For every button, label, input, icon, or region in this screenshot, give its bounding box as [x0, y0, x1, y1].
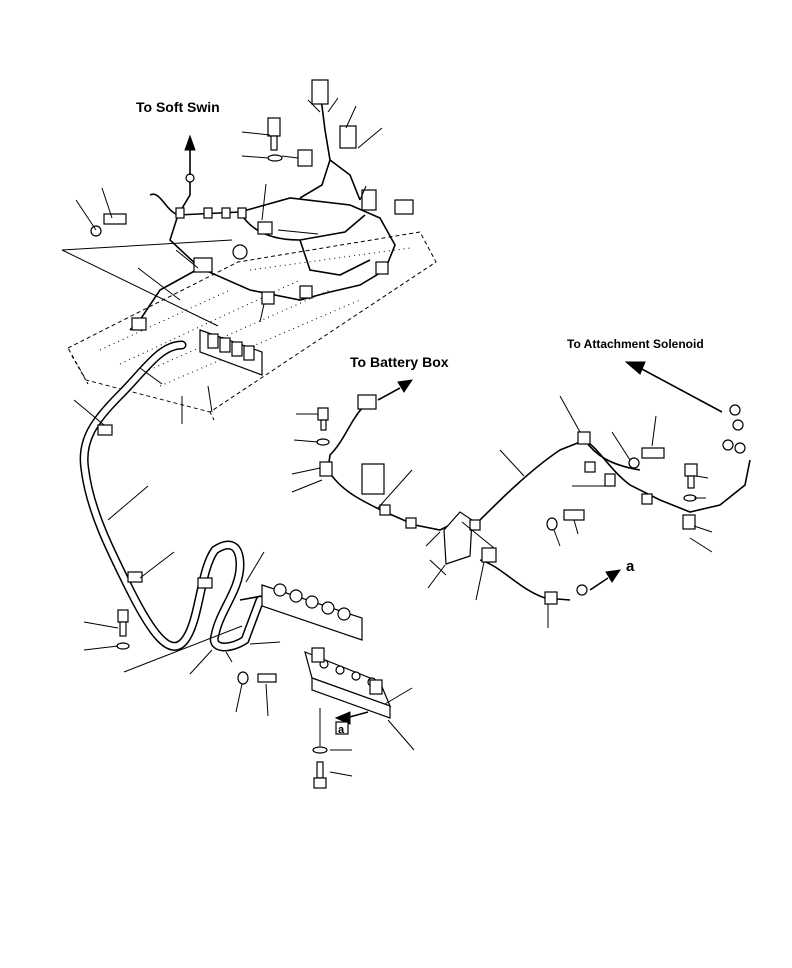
arrow-to-battery-box: [377, 379, 414, 401]
view-a-marker: a: [334, 711, 369, 736]
leader-lines: [61, 97, 713, 777]
arrow-to-attachment-solenoid: [624, 361, 723, 413]
label-to-soft-swing: To Soft Swin: [136, 99, 220, 115]
mounting-plate: [67, 231, 437, 421]
arrow-to-soft-swing: [184, 134, 196, 175]
label-view-a-arrow: a: [626, 558, 635, 575]
lower-fasteners: [116, 609, 328, 789]
relay-block-upper: [199, 329, 263, 376]
mounting-bracket: [304, 647, 392, 719]
label-to-battery-box: To Battery Box: [350, 354, 449, 370]
label-view-a-box: a: [338, 724, 345, 736]
arrow-view-a: [589, 569, 622, 591]
upper-harness: [90, 79, 414, 331]
main-harness: [79, 340, 265, 652]
attachment-sub-harness: [469, 404, 751, 605]
label-to-attachment-solenoid: To Attachment Solenoid: [567, 337, 704, 351]
battery-sub-harness: [316, 394, 476, 565]
relay-block-lower: [239, 583, 363, 641]
